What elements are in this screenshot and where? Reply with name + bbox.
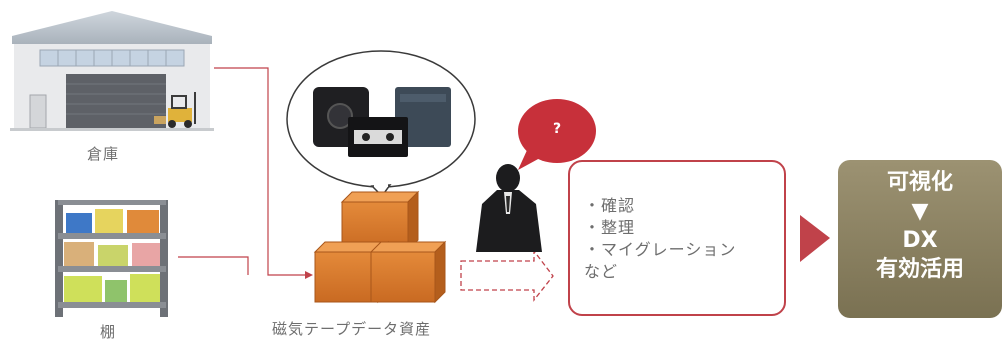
shelf-icon xyxy=(55,200,168,317)
result-arrow xyxy=(800,215,830,262)
connector-lines xyxy=(178,67,305,276)
result-down-arrow: ▼ xyxy=(911,199,929,224)
tasks-box: ・確認 ・整理 ・マイグレーション など xyxy=(568,160,786,316)
connector-arrowhead xyxy=(305,271,313,279)
tape-media-bubble xyxy=(286,50,476,198)
task-item-etc: など xyxy=(584,262,619,281)
businessman-icon xyxy=(476,164,542,252)
question-bubble xyxy=(518,99,596,170)
task-item-migration: ・マイグレーション xyxy=(584,240,737,259)
task-item-confirm: ・確認 xyxy=(584,196,636,215)
data-boxes-icon xyxy=(313,190,447,304)
result-box: 可視化 ▼ DX 有効活用 xyxy=(838,160,1002,318)
warehouse-label: 倉庫 xyxy=(87,145,120,163)
shelf-label: 棚 xyxy=(100,323,117,341)
result-visualization: 可視化 xyxy=(886,170,953,195)
warehouse-icon xyxy=(10,11,214,131)
dashed-arrow xyxy=(460,249,554,302)
question-mark: ? xyxy=(552,121,562,137)
result-utilization: 有効活用 xyxy=(875,257,964,282)
assets-label: 磁気テープデータ資産 xyxy=(272,320,432,338)
tasks-list: ・確認 ・整理 ・マイグレーション など xyxy=(584,195,736,283)
result-dx: DX xyxy=(902,228,938,253)
task-item-organize: ・整理 xyxy=(584,218,636,237)
